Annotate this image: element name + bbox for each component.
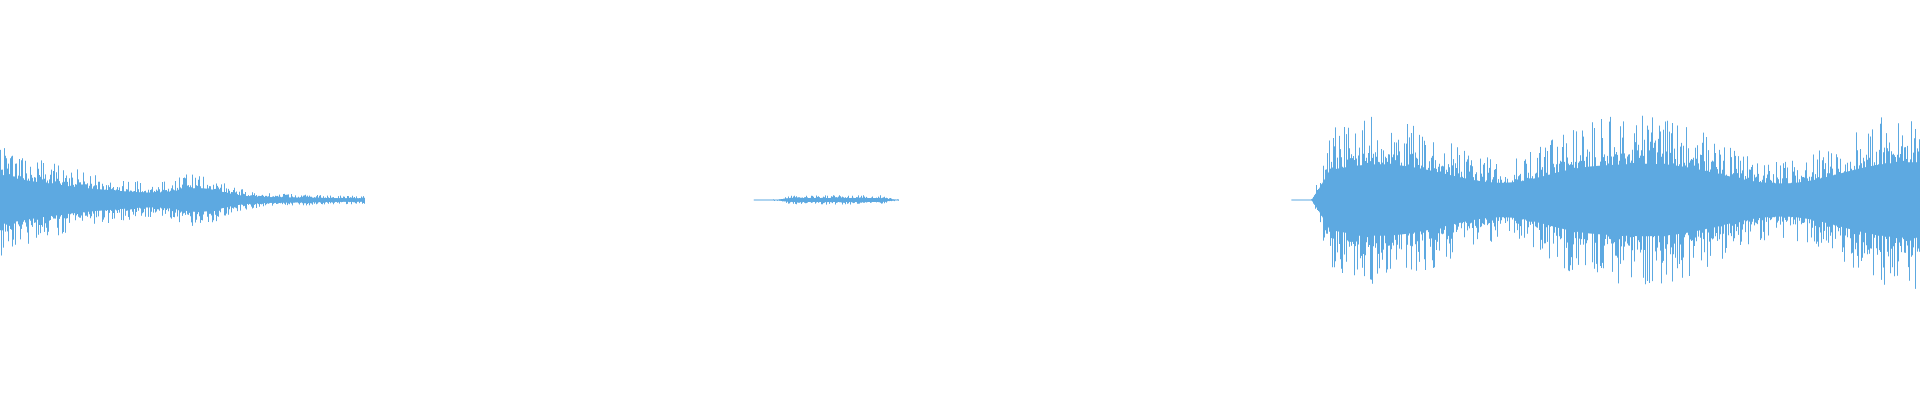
waveform-segment-loud-passage [1311, 162, 1919, 238]
waveform-segment-decaying-burst [0, 175, 364, 225]
waveform-segment-quiet-blip [773, 198, 897, 202]
waveform-samples [0, 115, 1920, 289]
